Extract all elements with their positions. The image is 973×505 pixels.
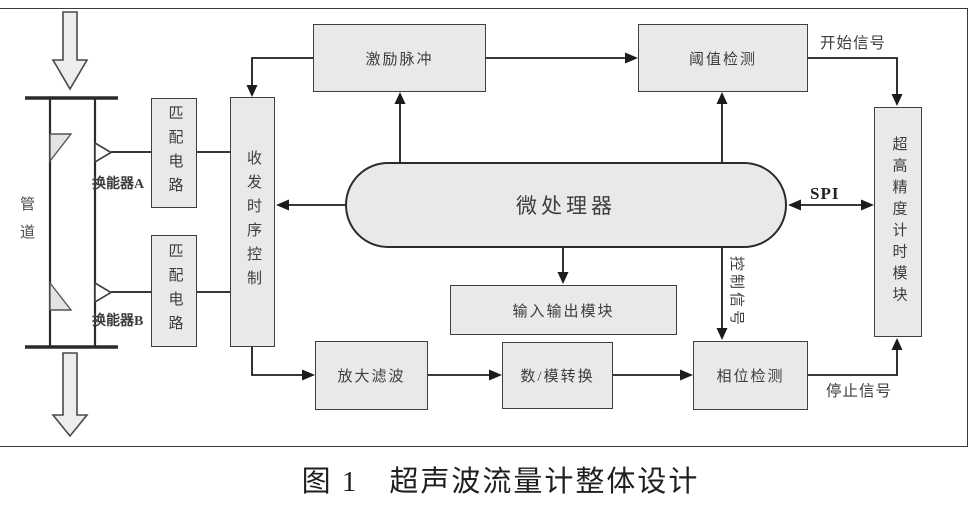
arrowhead-right-icon [861, 199, 874, 211]
block-phase-detect: 相位检测 [693, 341, 808, 410]
stop-signal-label: 停止信号 [826, 383, 893, 400]
block-matching-circuit-b: 匹配电路 [151, 235, 197, 347]
block-timer-module-label: 超高精度计时模块 [890, 136, 907, 308]
block-microprocessor: 微处理器 [345, 162, 787, 248]
block-microprocessor-label: 微处理器 [516, 194, 616, 218]
block-amplify-filter-label: 放大滤波 [337, 369, 406, 385]
arrowhead-down-icon [891, 94, 903, 106]
block-amplify-filter: 放大滤波 [315, 341, 428, 410]
flow-arrow-out-icon [51, 352, 89, 438]
transducer-a-probe-icon [94, 141, 113, 164]
arrowhead-down-icon [557, 272, 569, 284]
block-io-module-label: 输入输出模块 [512, 303, 615, 320]
arrowheads [246, 52, 903, 381]
block-da-converter: 数/模转换 [502, 342, 613, 409]
arrowhead-right-icon [302, 369, 315, 381]
transducer-b-probe-icon [94, 281, 113, 304]
wire-start-signal [808, 57, 898, 95]
block-threshold-detect-label: 阈值检测 [688, 51, 757, 68]
transducer-b-label: 换能器B [92, 314, 144, 329]
transducer-b-wedge-icon [49, 280, 73, 311]
arrowhead-left-icon [788, 199, 801, 211]
arrowhead-right-icon [680, 369, 693, 381]
block-matching-circuit-b-label: 匹配电路 [166, 243, 183, 339]
wire-stop-signal [808, 350, 898, 376]
control-signal-label: 控制信号 [728, 256, 744, 329]
wire-timing-to-amplify [251, 347, 302, 376]
arrowhead-up-icon [394, 92, 406, 104]
transducer-a-wedge-icon [49, 133, 73, 164]
flow-arrow-in-icon [51, 11, 89, 91]
arrowhead-right-icon [489, 369, 502, 381]
block-matching-circuit-a: 匹配电路 [151, 98, 197, 208]
block-timing-control-label: 收发时序控制 [245, 150, 261, 294]
arrowhead-down-icon [716, 328, 728, 340]
diagram-frame [0, 8, 968, 447]
arrowhead-right-icon [625, 52, 638, 64]
block-matching-circuit-a-label: 匹配电路 [166, 105, 183, 201]
block-excitation-pulse: 激励脉冲 [313, 24, 486, 92]
arrowhead-left-icon [276, 199, 289, 211]
figure-caption: 图 1 超声波流量计整体设计 [301, 466, 700, 498]
block-timing-control: 收发时序控制 [230, 97, 275, 347]
block-threshold-detect: 阈值检测 [638, 24, 808, 92]
start-signal-label: 开始信号 [820, 35, 887, 52]
block-phase-detect-label: 相位检测 [716, 369, 785, 385]
pipe-label: 管道 [18, 196, 34, 252]
block-excitation-pulse-label: 激励脉冲 [365, 51, 434, 68]
spi-bus-label: SPI [810, 184, 840, 203]
block-da-converter-label: 数/模转换 [520, 369, 595, 385]
arrowhead-up-icon [891, 338, 903, 350]
wire-excitation-to-timing [251, 57, 313, 86]
block-io-module: 输入输出模块 [450, 285, 677, 335]
block-timer-module: 超高精度计时模块 [874, 107, 922, 337]
pipe-structure [25, 11, 118, 438]
arrowhead-up-icon [716, 92, 728, 104]
transducer-a-label: 换能器A [92, 177, 145, 192]
arrowhead-down-icon [246, 85, 258, 97]
